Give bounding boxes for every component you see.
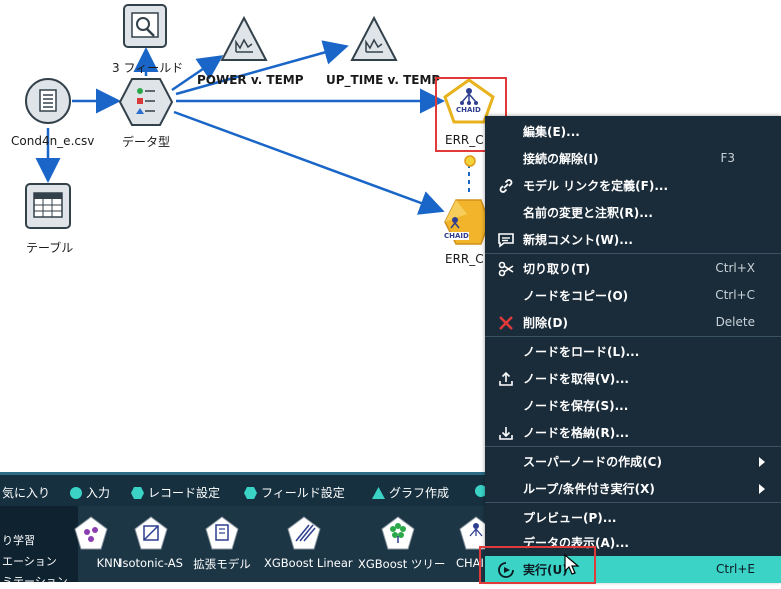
palette-node-xgboost-linear[interactable]: XGBoost Linear — [264, 510, 353, 570]
menu-item-store-node[interactable]: ノードを格納(R)... — [485, 419, 781, 446]
csv-file-icon — [25, 78, 71, 124]
table-icon — [25, 183, 71, 229]
scissors-icon — [498, 261, 514, 277]
menu-item-loop-conditional[interactable]: ループ/条件付き実行(X) — [485, 475, 781, 502]
graph1-node-label: POWER v. TEMP — [197, 73, 304, 87]
menu-item-edit[interactable]: 編集(E)... — [523, 125, 580, 139]
subcategory-item[interactable]: エーション — [2, 555, 57, 568]
submenu-arrow-icon — [759, 457, 765, 467]
isotonic-icon — [134, 516, 168, 550]
xgboost-linear-icon — [287, 516, 321, 550]
menu-item-disconnect[interactable]: 接続の解除(I) F3 — [523, 151, 735, 166]
type-hexagon-icon — [118, 78, 174, 126]
palette-node-xgboost-tree[interactable]: XGBoost ツリー — [358, 510, 445, 572]
xgboost-tree-icon — [381, 516, 415, 550]
graph2-node-label: UP_TIME v. TEMP — [326, 73, 441, 87]
menu-item-rename-annotate[interactable]: 名前の変更と注釈(R)... — [523, 206, 653, 220]
tab-field-ops[interactable]: フィールド設定 — [244, 484, 345, 501]
data-audit-icon — [123, 4, 167, 48]
chaid-pentagon-icon — [443, 78, 495, 124]
chaid-icon — [459, 516, 493, 550]
tab-record-ops[interactable]: レコード設定 — [131, 484, 220, 501]
type-node-label: データ型 — [122, 135, 171, 149]
menu-item-cut[interactable]: 切り取り(T) Ctrl+X — [485, 255, 781, 282]
chaid-model-node[interactable]: CHAID — [443, 78, 495, 124]
subcategory-item[interactable]: ミテーション — [2, 575, 68, 588]
run-icon — [498, 562, 514, 578]
menu-item-run[interactable]: 実行(U) Ctrl+E — [485, 556, 781, 583]
subcategory-item[interactable]: り学習 — [2, 534, 35, 547]
chaid-nugget-badge: CHAID — [444, 232, 469, 240]
triangle-icon — [372, 486, 385, 499]
palette-node-extension-model[interactable]: 拡張モデル — [182, 510, 262, 572]
menu-item-delete[interactable]: 削除(D) Delete — [485, 309, 781, 336]
menu-item-preview[interactable]: プレビュー(P)... — [523, 511, 617, 525]
table-node[interactable] — [25, 183, 71, 229]
download-icon — [499, 427, 513, 440]
knn-pentagon-icon — [74, 516, 108, 550]
palette-node-isotonic-as[interactable]: Isotonic-AS — [111, 510, 191, 570]
menu-item-define-model-link[interactable]: モデル リンクを定義(F)... — [485, 172, 781, 199]
tab-graphs[interactable]: グラフ作成 — [372, 484, 449, 501]
menu-separator — [485, 253, 781, 254]
menu-item-copy-node[interactable]: ノードをコピー(O) Ctrl+C — [523, 288, 755, 303]
partial-tab-icon — [475, 485, 485, 497]
menu-separator — [485, 336, 781, 337]
tab-favorites[interactable]: 気に入り — [2, 486, 51, 500]
type-node[interactable] — [118, 77, 174, 127]
hexagon-icon — [244, 486, 257, 499]
comment-icon — [498, 233, 514, 248]
menu-separator — [485, 502, 781, 503]
plot-triangle-icon — [220, 15, 268, 61]
selection-highlight-box — [435, 77, 507, 152]
link-icon — [499, 179, 513, 193]
chaid-nugget-label: ERR_C — [445, 252, 484, 266]
table-node-label: テーブル — [26, 241, 74, 255]
fields3-node-label: 3 フィールド — [112, 61, 184, 75]
graph2-node[interactable] — [350, 15, 398, 62]
mouse-cursor-icon — [564, 554, 580, 575]
menu-item-load-node[interactable]: ノードをロード(L)... — [523, 345, 640, 359]
plot-triangle-icon — [350, 15, 398, 61]
context-menu: 編集(E)... 接続の解除(I) F3 モデル リンクを定義(F)... 名前… — [485, 116, 781, 583]
delete-x-icon — [499, 316, 513, 330]
tab-input[interactable]: 入力 — [70, 484, 110, 501]
palette-node-knn[interactable]: KNN — [51, 510, 131, 570]
palette-node-chaid[interactable]: CHAI — [436, 510, 516, 570]
menu-separator — [485, 446, 781, 447]
menu-item-create-supernode[interactable]: スーパーノードの作成(C) — [485, 448, 781, 475]
graph1-node[interactable] — [220, 15, 268, 62]
connection-lines — [35, 40, 470, 215]
upload-icon — [499, 371, 513, 386]
menu-item-new-comment[interactable]: 新規コメント(W)... — [485, 226, 781, 253]
refresh-spark-icon — [464, 155, 476, 167]
menu-item-retrieve-node[interactable]: ノードを取得(V)... — [485, 365, 781, 392]
circle-icon — [70, 486, 82, 499]
menu-item-save-node[interactable]: ノードを保存(S)... — [523, 399, 629, 413]
hexagon-icon — [131, 486, 144, 499]
fields3-node[interactable] — [123, 4, 167, 48]
chaid-badge: CHAID — [456, 106, 481, 114]
source-node-label: Cond4n_e.csv — [11, 134, 95, 148]
chaid-model-label: ERR_C — [445, 133, 484, 147]
submenu-arrow-icon — [759, 484, 765, 494]
source-node[interactable] — [24, 77, 72, 125]
chaid-nugget-node[interactable]: CHAID — [443, 198, 490, 246]
extension-model-icon — [205, 516, 239, 550]
